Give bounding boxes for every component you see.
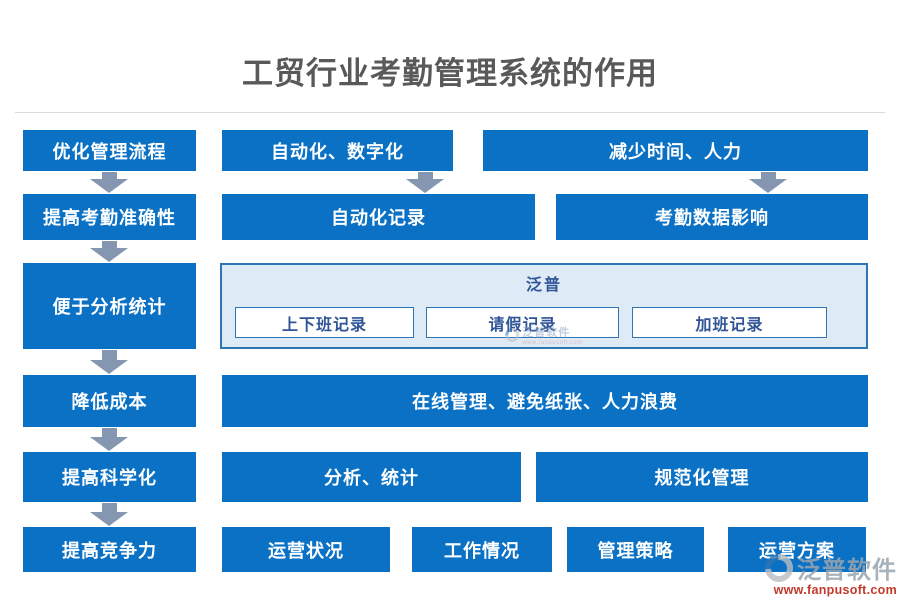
- fanpu-logo-icon: [502, 325, 523, 345]
- arrow-stem: [101, 428, 117, 437]
- fanpu-logo-icon: [759, 547, 799, 588]
- title-divider: [15, 112, 885, 113]
- arrow-stem: [101, 172, 117, 179]
- arrow-stem: [101, 350, 117, 360]
- arrow-head: [90, 360, 128, 374]
- arrow-down-icon: [406, 172, 444, 193]
- arrow-down-icon: [90, 241, 128, 262]
- box-standardized-management: 规范化管理: [536, 452, 868, 502]
- panel-box-leave-records: 请假记录: [426, 307, 619, 338]
- box-operation-plan: 运营方案: [728, 527, 866, 572]
- flow-box-reduce-cost: 降低成本: [23, 375, 196, 427]
- arrow-down-icon: [90, 503, 128, 526]
- box-management-strategy: 管理策略: [567, 527, 704, 572]
- watermark-brand: 泛普软件: [522, 327, 571, 339]
- watermark-bottom-right: 泛普软件 www.fanpusoft.com: [759, 547, 897, 597]
- box-reduce-time-manpower: 减少时间、人力: [483, 130, 868, 171]
- arrow-head: [90, 437, 128, 451]
- flow-box-optimize-process: 优化管理流程: [23, 130, 196, 171]
- flow-box-attendance-accuracy: 提高考勤准确性: [23, 194, 196, 240]
- page-title: 工贸行业考勤管理系统的作用: [242, 56, 658, 91]
- box-online-management: 在线管理、避免纸张、人力浪费: [222, 375, 868, 427]
- watermark-url: www.fanpusoft.com: [773, 583, 897, 597]
- box-analysis-statistics: 分析、统计: [222, 452, 521, 502]
- box-operation-status: 运营状况: [222, 527, 390, 572]
- panel-box-overtime-records: 加班记录: [632, 307, 827, 338]
- flow-box-scientific: 提高科学化: [23, 452, 196, 502]
- arrow-down-icon: [90, 350, 128, 374]
- arrow-down-icon: [90, 428, 128, 451]
- arrow-stem: [417, 172, 433, 179]
- fanpu-panel: 泛普 上下班记录 请假记录 加班记录 泛普软件 www.fanpusoft.co…: [220, 263, 868, 349]
- arrow-head: [406, 179, 444, 193]
- arrow-down-icon: [749, 172, 787, 193]
- watermark-brand: 泛普软件: [797, 557, 897, 584]
- flow-box-competitiveness: 提高竞争力: [23, 527, 196, 572]
- box-auto-record: 自动化记录: [222, 194, 535, 240]
- watermark-center: 泛普软件 www.fanpusoft.com: [502, 324, 583, 346]
- box-work-situation: 工作情况: [412, 527, 552, 572]
- arrow-stem: [101, 241, 117, 248]
- arrow-head: [749, 179, 787, 193]
- flow-box-analysis-statistics: 便于分析统计: [23, 263, 196, 349]
- box-auto-digital: 自动化、数字化: [222, 130, 453, 171]
- arrow-stem: [101, 503, 117, 512]
- arrow-head: [90, 179, 128, 193]
- arrow-head: [90, 248, 128, 262]
- panel-box-clock-records: 上下班记录: [235, 307, 414, 338]
- arrow-down-icon: [90, 172, 128, 193]
- box-attendance-data-impact: 考勤数据影响: [556, 194, 868, 240]
- arrow-head: [90, 512, 128, 526]
- arrow-stem: [760, 172, 776, 179]
- watermark-url: www.fanpusoft.com: [522, 340, 583, 346]
- panel-title: 泛普: [525, 277, 562, 294]
